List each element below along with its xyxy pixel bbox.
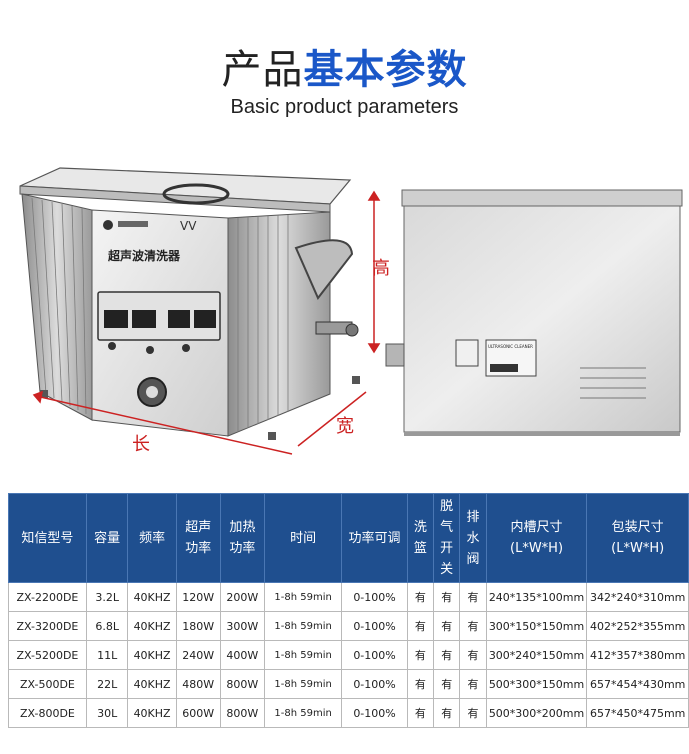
cell-degas: 有 <box>433 698 461 728</box>
cell-tank-size: 300*150*150mm <box>485 611 588 641</box>
col-package-size-header: 包装尺寸(L*W*H) <box>586 493 689 583</box>
cell-heating-power: 800W <box>219 669 265 699</box>
cell-ultrasonic-power: 600W <box>175 698 221 728</box>
cell-package-size: 402*252*355mm <box>586 611 689 641</box>
cell-frequency: 40KHZ <box>127 611 177 641</box>
product-illustration: VV 超声波清洗器 <box>19 167 683 455</box>
cell-drain: 有 <box>459 698 487 728</box>
cell-power-adjust: 0-100% <box>341 611 408 641</box>
cell-basket: 有 <box>406 611 435 641</box>
cell-drain: 有 <box>459 669 487 699</box>
cell-frequency: 40KHZ <box>127 698 177 728</box>
cell-power-adjust: 0-100% <box>341 640 408 670</box>
cleaner-front-view: VV 超声波清洗器 <box>19 167 360 440</box>
svg-text:VV: VV <box>180 219 197 233</box>
cell-basket: 有 <box>406 698 435 728</box>
panel-brand-text: 超声波清洗器 <box>107 248 181 263</box>
title-part-1: 产品 <box>221 47 304 93</box>
dimension-lines <box>32 190 381 455</box>
cell-tank-size: 500*300*150mm <box>485 669 588 699</box>
col-drain-header: 排水阀 <box>459 493 487 583</box>
back-label-text: ULTRASONIC CLEANER <box>488 344 533 349</box>
length-label: 长 <box>132 434 150 455</box>
col-ultrasonic-power-header: 超声功率 <box>175 493 221 583</box>
cell-ultrasonic-power: 120W <box>175 582 221 612</box>
cell-ultrasonic-power: 180W <box>175 611 221 641</box>
cell-time: 1-8h 59min <box>263 669 343 699</box>
col-model-header: 知信型号 <box>8 493 87 583</box>
col-tank-size-header: 内槽尺寸(L*W*H) <box>485 493 588 583</box>
cell-degas: 有 <box>433 611 461 641</box>
cell-package-size: 412*357*380mm <box>586 640 689 670</box>
cell-capacity: 22L <box>85 669 129 699</box>
table-row: ZX-5200DE 11L 40KHZ 240W 400W 1-8h 59min… <box>8 640 689 670</box>
cell-package-size: 342*240*310mm <box>586 582 689 612</box>
cell-degas: 有 <box>433 669 461 699</box>
page-title: 产品基本参数 <box>0 42 689 98</box>
cell-drain: 有 <box>459 582 487 612</box>
cell-tank-size: 300*240*150mm <box>485 640 588 670</box>
product-images: VV 超声波清洗器 <box>0 150 689 480</box>
cell-time: 1-8h 59min <box>263 582 343 612</box>
col-basket-header: 洗篮 <box>406 493 435 583</box>
col-time-header: 时间 <box>263 493 343 583</box>
cell-package-size: 657*454*430mm <box>586 669 689 699</box>
cell-heating-power: 800W <box>219 698 265 728</box>
cell-basket: 有 <box>406 640 435 670</box>
title-part-2: 基本参数 <box>303 47 468 93</box>
cell-time: 1-8h 59min <box>263 640 343 670</box>
cell-model: ZX-2200DE <box>8 582 87 612</box>
cell-ultrasonic-power: 240W <box>175 640 221 670</box>
cell-capacity: 11L <box>85 640 129 670</box>
cell-frequency: 40KHZ <box>127 669 177 699</box>
cell-tank-size: 500*300*200mm <box>485 698 588 728</box>
table-header-row: 知信型号 容量 频率 超声功率 加热功率 时间 功率可调 洗篮 脱气开关 排水阀… <box>8 493 689 583</box>
cell-capacity: 3.2L <box>85 582 129 612</box>
table-row: ZX-500DE 22L 40KHZ 480W 800W 1-8h 59min … <box>8 669 689 699</box>
cell-degas: 有 <box>433 582 461 612</box>
table-row: ZX-3200DE 6.8L 40KHZ 180W 300W 1-8h 59mi… <box>8 611 689 641</box>
cell-model: ZX-3200DE <box>8 611 87 641</box>
width-label: 宽 <box>336 416 354 437</box>
cell-degas: 有 <box>433 640 461 670</box>
cell-ultrasonic-power: 480W <box>175 669 221 699</box>
cell-drain: 有 <box>459 611 487 641</box>
page-subtitle: Basic product parameters <box>230 96 459 118</box>
cell-capacity: 30L <box>85 698 129 728</box>
cell-capacity: 6.8L <box>85 611 129 641</box>
height-label: 高 <box>372 258 390 279</box>
cell-time: 1-8h 59min <box>263 611 343 641</box>
cell-basket: 有 <box>406 582 435 612</box>
cleaner-back-view: ULTRASONIC CLEANER <box>385 189 683 436</box>
cell-frequency: 40KHZ <box>127 640 177 670</box>
cell-heating-power: 200W <box>219 582 265 612</box>
cell-power-adjust: 0-100% <box>341 582 408 612</box>
cell-power-adjust: 0-100% <box>341 698 408 728</box>
cell-heating-power: 300W <box>219 611 265 641</box>
col-heating-power-header: 加热功率 <box>219 493 265 583</box>
table-row: ZX-800DE 30L 40KHZ 600W 800W 1-8h 59min … <box>8 698 689 728</box>
table-row: ZX-2200DE 3.2L 40KHZ 120W 200W 1-8h 59mi… <box>8 582 689 612</box>
col-capacity-header: 容量 <box>85 493 129 583</box>
col-power-adjust-header: 功率可调 <box>341 493 408 583</box>
cell-power-adjust: 0-100% <box>341 669 408 699</box>
cell-drain: 有 <box>459 640 487 670</box>
cell-frequency: 40KHZ <box>127 582 177 612</box>
col-degas-header: 脱气开关 <box>433 493 461 583</box>
cell-tank-size: 240*135*100mm <box>485 582 588 612</box>
cell-basket: 有 <box>406 669 435 699</box>
col-frequency-header: 频率 <box>127 493 177 583</box>
cell-heating-power: 400W <box>219 640 265 670</box>
cell-model: ZX-5200DE <box>8 640 87 670</box>
cell-package-size: 657*450*475mm <box>586 698 689 728</box>
cell-model: ZX-800DE <box>8 698 87 728</box>
spec-table: 知信型号 容量 频率 超声功率 加热功率 时间 功率可调 洗篮 脱气开关 排水阀… <box>8 493 689 728</box>
cell-time: 1-8h 59min <box>263 698 343 728</box>
cell-model: ZX-500DE <box>8 669 87 699</box>
